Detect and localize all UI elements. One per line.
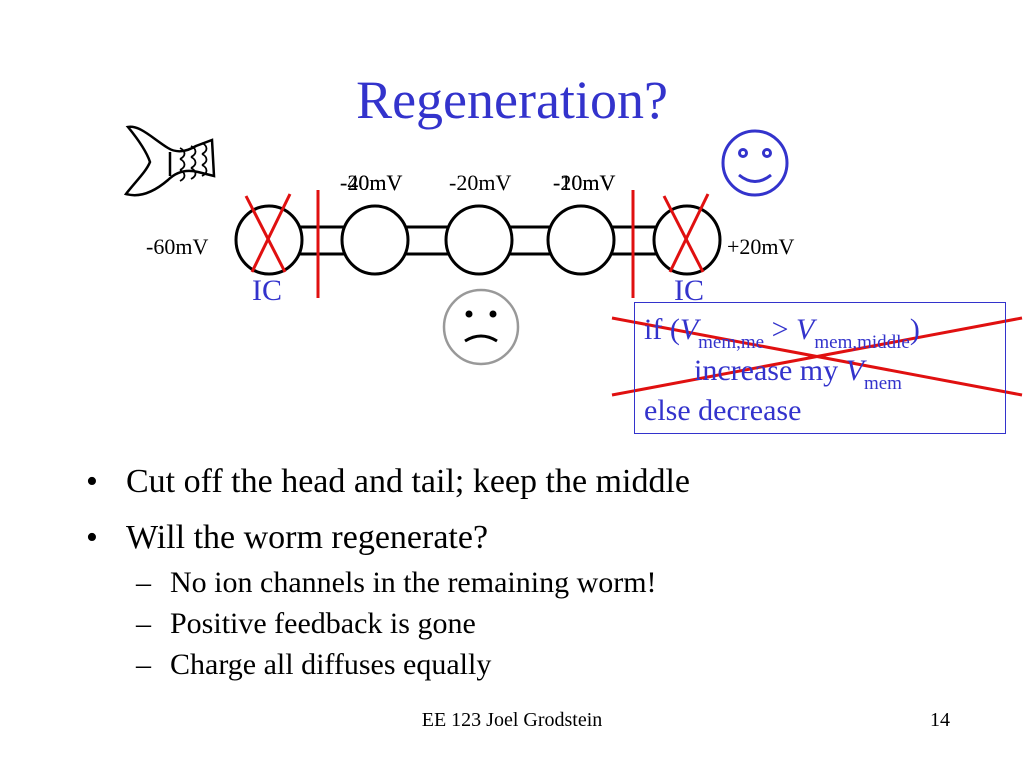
ic-label-head: IC [252, 274, 282, 307]
bullet-item: Cut off the head and tail; keep the midd… [80, 462, 980, 502]
worm-segment-2 [444, 204, 514, 276]
rule-line-1: if (Vmem,me > Vmem,middle) [644, 313, 920, 353]
rule-line-2: increase my Vmem [694, 354, 902, 394]
voltage-label-seg2: -20mV [449, 170, 512, 195]
voltage-label-seg3-new: -10mV [553, 170, 616, 195]
page-title: Regeneration? [356, 70, 668, 130]
sub-bullet-item: No ion channels in the remaining worm! [80, 566, 980, 600]
voltage-label-head: -60mV [146, 234, 209, 259]
bullet-item: Will the worm regenerate? [80, 518, 980, 558]
sub-bullet-item: Positive feedback is gone [80, 607, 980, 641]
frowning-face-icon [442, 288, 520, 366]
ic-label-tail: IC [674, 274, 704, 307]
voltage-label-tail: +20mV [727, 234, 795, 259]
voltage-label-seg3-old: -20mV [553, 170, 616, 195]
voltage-label-seg1-new: -20mV [340, 170, 403, 195]
voltage-label-seg1-old: -40mV [340, 170, 403, 195]
worm-segment-1 [340, 204, 410, 276]
fish-tail-icon [123, 125, 216, 197]
worm-segment-3 [546, 204, 616, 276]
bullet-list: Cut off the head and tail; keep the midd… [80, 462, 980, 689]
worm-body [234, 204, 722, 276]
footer-text: EE 123 Joel Grodstein [421, 709, 603, 731]
smiley-face-icon [721, 129, 789, 197]
sub-bullet-item: Charge all diffuses equally [80, 648, 980, 682]
rule-line-3: else decrease [644, 394, 802, 427]
page-number: 14 [930, 709, 950, 731]
feedback-rule-box [634, 302, 1006, 434]
red-x-icon [244, 190, 1023, 397]
